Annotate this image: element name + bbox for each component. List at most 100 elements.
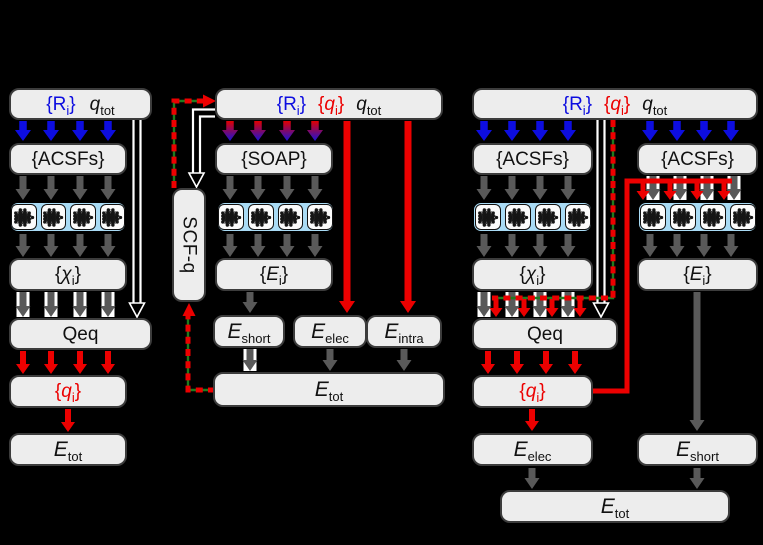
panel-a-acsfs-box: {ACSFs} <box>9 143 127 175</box>
eelec-to-etot-arrow-c <box>524 468 540 489</box>
soap-to-nn-arrows-b <box>222 176 323 200</box>
neural-network-icon <box>11 204 37 230</box>
etot-to-scfq-dashed-loop-b <box>182 303 215 393</box>
neural-network-icon <box>534 204 561 230</box>
panel-b-scfq-box: SCF-q <box>172 188 206 302</box>
qi-input-dashed-line-c <box>492 120 616 301</box>
panel-b-neural-network-ensemble <box>216 201 335 233</box>
eshort-to-etot-arrow-b <box>242 349 258 371</box>
input-arrows-left-c <box>476 121 576 141</box>
panel-b-soap-box: {SOAP} <box>215 143 333 175</box>
neural-network-icon <box>218 204 244 230</box>
input-gradient-arrows-b <box>222 121 323 141</box>
soap-token: {SOAP} <box>241 148 307 170</box>
qi-to-eelec-long-arrow-b <box>339 121 355 313</box>
neural-network-icon <box>247 204 274 230</box>
input-arrows-a <box>15 121 116 141</box>
scfq-token: SCF-q <box>179 216 200 274</box>
panel-a-qeq-box: Qeq <box>9 318 152 350</box>
neural-network-icon <box>669 204 696 230</box>
neural-network-icon <box>504 204 531 230</box>
neural-network-icon <box>99 204 125 230</box>
qeq-token: Qeq <box>527 323 563 345</box>
qi-to-eelec-arrow-c <box>525 409 539 431</box>
neural-network-icon <box>564 204 591 230</box>
qtot-pipe-c <box>592 120 610 319</box>
neural-network-icon <box>639 204 666 230</box>
qi-input-drop-arrows-c <box>489 299 587 317</box>
qeq-token: Qeq <box>62 323 99 345</box>
qeq-to-qi-arrows-a <box>16 351 115 374</box>
eintra-to-etot-arrow-b <box>396 349 412 371</box>
neural-network-icon <box>699 204 726 230</box>
qtot-to-eintra-long-arrow-b <box>400 121 416 313</box>
acsfs-token: {ACSFs} <box>661 148 734 170</box>
acsfs-token: {ACSFs} <box>31 148 105 170</box>
nn-to-chi-arrows-a <box>15 234 116 257</box>
qtot-pipe-a <box>128 120 146 319</box>
panel-a-neural-network-ensemble <box>9 201 127 233</box>
neural-network-icon <box>70 204 96 230</box>
neural-network-icon <box>40 204 66 230</box>
neural-network-icon <box>474 204 501 230</box>
panel-c-acsfs-right-box: {ACSFs} <box>637 143 758 175</box>
acsf-to-nn-arrows-a <box>15 176 116 200</box>
neural-network-icon <box>307 204 333 230</box>
panel-c-neural-network-ensemble-left <box>472 201 593 233</box>
qi-feedback-line-c <box>593 178 732 394</box>
panel-c-neural-network-ensemble-right <box>637 201 758 233</box>
ei-to-eshort-arrow-b <box>242 292 258 313</box>
eelec-to-etot-arrow-b <box>322 349 338 371</box>
panel-c-acsfs-left-box: {ACSFs} <box>472 143 593 175</box>
scfq-to-input-dashed-loop-b <box>171 94 216 188</box>
chi-to-qeq-arrows-a <box>15 292 116 317</box>
input-to-scfq-pipe-b <box>187 108 215 189</box>
acsfs-token: {ACSFs} <box>496 148 569 170</box>
ei-to-eshort-long-arrow-c <box>689 292 705 431</box>
qeq-to-qi-arrows-c <box>481 351 582 374</box>
input-arrows-right-c <box>642 121 739 141</box>
acsf-to-nn-arrows-left-c <box>476 176 576 200</box>
nn-to-chi-arrows-c <box>476 234 576 257</box>
qi-feedback-drop-arrows-c <box>636 181 731 200</box>
